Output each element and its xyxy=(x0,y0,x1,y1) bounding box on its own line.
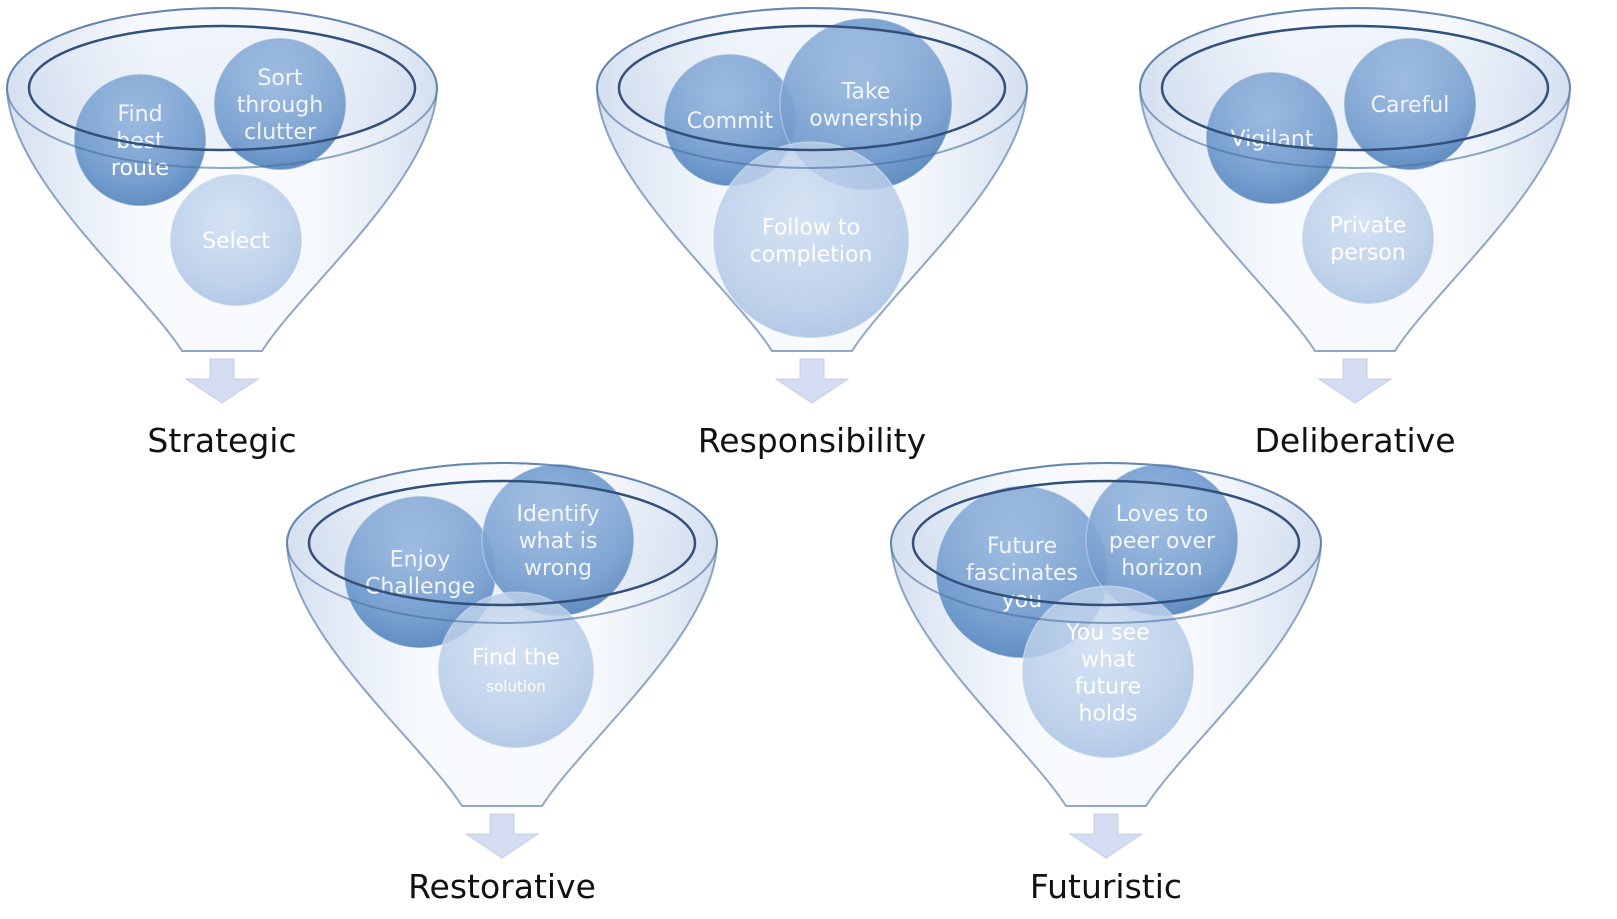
funnel-outer-rim xyxy=(890,462,1322,624)
funnel-outer-rim xyxy=(596,7,1028,169)
down-arrow-icon xyxy=(774,358,850,404)
idea-ball-circle xyxy=(1301,171,1435,305)
idea-ball-text: what xyxy=(1081,648,1135,673)
idea-ball-text: Private xyxy=(1330,214,1407,239)
idea-ball-text: holds xyxy=(1079,702,1138,727)
idea-ball-text: Find the xyxy=(472,646,560,671)
funnel-deliberative: VigilantCarefulPrivatepersonDeliberative xyxy=(1138,7,1572,460)
down-arrow-icon xyxy=(1068,813,1144,859)
down-arrow-icon xyxy=(1317,358,1393,404)
down-arrow-icon xyxy=(184,358,260,404)
funnel-rim xyxy=(307,479,697,607)
idea-ball-text: route xyxy=(111,156,169,181)
idea-ball-text: You see xyxy=(1065,621,1149,646)
funnel-outer-rim xyxy=(286,462,718,624)
idea-ball-text: Select xyxy=(202,229,270,254)
funnel-rim xyxy=(617,24,1007,152)
funnel-rim xyxy=(911,479,1301,607)
down-arrow-icon xyxy=(464,813,540,859)
idea-ball-text: solution xyxy=(486,678,545,696)
idea-ball: Select xyxy=(169,173,303,307)
funnel-outer-rim xyxy=(1139,7,1571,169)
funnel-futuristic: FuturefascinatesyouLoves topeer overhori… xyxy=(889,462,1323,906)
funnel-responsibility: CommitTakeownershipFollow tocompletionRe… xyxy=(595,7,1029,460)
idea-ball-text: completion xyxy=(750,243,873,268)
funnel-rim xyxy=(1160,24,1550,152)
funnel-label: Futuristic xyxy=(1030,867,1182,906)
funnel-label: Deliberative xyxy=(1254,421,1455,460)
idea-ball-text: person xyxy=(1330,241,1405,266)
idea-ball: Find the solution xyxy=(437,591,595,749)
funnel-strategic: FindbestrouteSortthroughclutterSelectStr… xyxy=(5,7,439,460)
funnel-label: Strategic xyxy=(147,421,296,460)
funnel-rim xyxy=(27,24,417,152)
funnel-label: Restorative xyxy=(408,867,596,906)
funnel-outer-rim xyxy=(6,7,438,169)
idea-ball-text: future xyxy=(1075,675,1141,700)
funnel-label: Responsibility xyxy=(698,421,926,460)
funnel-restorative: EnjoyChallengeIdentifywhat iswrongFind t… xyxy=(285,462,719,906)
idea-ball-text: Follow to xyxy=(762,216,860,241)
idea-ball-circle xyxy=(169,173,303,307)
